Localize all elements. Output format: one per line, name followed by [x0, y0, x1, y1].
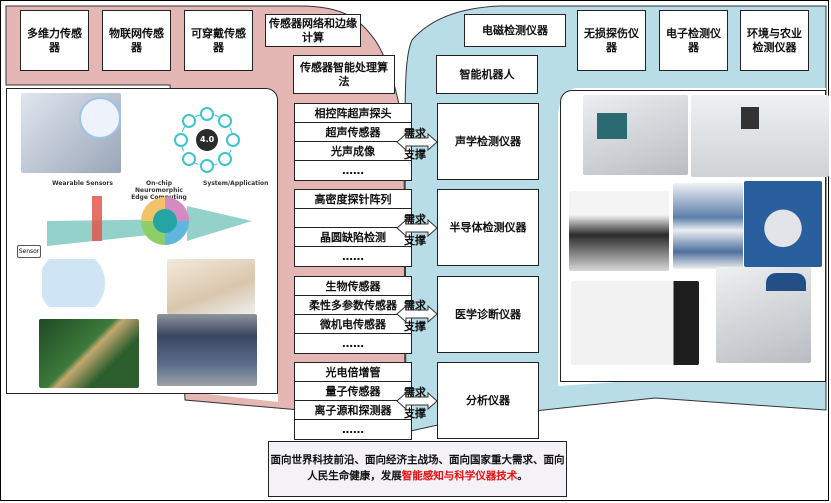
medical-diagnosis-instrument-box: 医学诊断仪器: [437, 276, 539, 353]
nondestructive-testing-instrument-box: 无损探伤仪器: [577, 10, 646, 71]
statement-highlight: 智能感知与科学仪器技术: [401, 470, 518, 482]
double-arrow-icon: [396, 391, 438, 411]
demand-support-arrow: 需求 支撑: [396, 294, 438, 334]
box-label: 电磁检测仪器: [482, 23, 548, 37]
pcr-analyzer-image: [716, 267, 811, 363]
instrument-label: 分析仪器: [466, 393, 510, 407]
list-item: 高密度探针阵列: [295, 190, 411, 209]
list-item: ……: [342, 337, 364, 350]
multi-dimensional-force-sensor-box: 多维力传感器: [20, 10, 89, 71]
list-item: ……: [342, 164, 364, 177]
demand-support-arrow: 需求 支撑: [396, 122, 438, 162]
analyzer-top: [766, 273, 806, 291]
list-item: 光声成像: [295, 142, 411, 161]
hematology-analyzer-image: [583, 95, 688, 175]
box-label: 物联网传感器: [109, 26, 164, 54]
acoustic-sensor-list: 相控阵超声探头 超声传感器 光声成像 ……: [294, 103, 412, 181]
spectrometer-image: [569, 191, 669, 271]
list-item: [295, 209, 411, 228]
support-label: 支撑: [404, 320, 426, 333]
box-label: 传感器网络和边缘计算: [269, 16, 357, 44]
demand-label: 需求: [404, 386, 426, 399]
box-label: 电子检测仪器: [666, 26, 721, 54]
list-item: 离子源和探测器: [295, 401, 411, 420]
box-label: 多维力传感器: [27, 26, 82, 54]
box-label: 无损探伤仪器: [584, 26, 639, 54]
neuromorphic-arrow: [47, 196, 252, 246]
flexible-sensor-image: [167, 259, 255, 314]
medical-sensor-list: 生物传感器 柔性多参数传感器 微机电传感器 ……: [294, 276, 412, 354]
statement-text: 面向世界科技前沿、面向经济主战场、面向国家重大需求、面向人民生命健康，发展: [270, 454, 565, 482]
sensor-intelligent-algorithm-box: 传感器智能处理算法: [293, 55, 395, 94]
list-item: 超声传感器: [295, 123, 411, 142]
box-label: 智能机器人: [459, 67, 515, 81]
industry-4-image: 4.0: [157, 105, 257, 175]
list-item: ……: [342, 250, 364, 263]
list-item: 柔性多参数传感器: [295, 296, 411, 315]
list-item: 晶圆缺陷检测: [295, 228, 411, 247]
statement-end: 。: [517, 470, 528, 482]
demand-label: 需求: [404, 127, 426, 140]
automated-testing-system-image: [691, 95, 829, 177]
list-item: 微机电传感器: [295, 315, 411, 334]
instrument-label: 声学检测仪器: [455, 134, 521, 148]
electronic-testing-instrument-box: 电子检测仪器: [659, 10, 728, 71]
system-window: [741, 107, 759, 129]
gas-chromatograph-image: [571, 281, 699, 365]
mass-spectrometer-image: [744, 181, 822, 267]
mission-statement: 面向世界科技前沿、面向经济主战场、面向国家重大需求、面向人民生命健康，发展智能感…: [268, 441, 567, 497]
double-arrow-icon: [396, 132, 438, 152]
environment-agriculture-instrument-box: 环境与农业检测仪器: [740, 10, 809, 71]
sensor-label: Sensor: [17, 245, 41, 258]
iot-sensor-box: 物联网传感器: [102, 10, 171, 71]
ai-diagnosis-image: [42, 259, 162, 307]
system-application-title: System/Application: [203, 180, 269, 187]
edge-computing-title: On-chip Neuromorphic Edge Computing: [131, 180, 187, 201]
wearable-sensors-title: Wearable Sensors: [52, 180, 113, 187]
double-arrow-icon: [396, 304, 438, 324]
box-label: 可穿戴传感器: [191, 26, 246, 54]
instrument-label: 半导体检测仪器: [449, 220, 527, 234]
semiconductor-instrument-box: 半导体检测仪器: [437, 189, 539, 266]
chip-pcb-image: [39, 319, 139, 388]
list-item: 相控阵超声探头: [295, 104, 411, 123]
semiconductor-sensor-list: 高密度探针阵列 晶圆缺陷检测 ……: [294, 189, 412, 267]
list-item: 生物传感器: [295, 277, 411, 296]
analysis-instrument-box: 分析仪器: [437, 362, 539, 439]
intelligent-robot-box: 智能机器人: [436, 55, 538, 94]
zoom-circle: [79, 97, 121, 139]
demand-label: 需求: [404, 213, 426, 226]
demand-label: 需求: [404, 299, 426, 312]
wearable-sensor-box: 可穿戴传感器: [184, 10, 253, 71]
sensor-array-chip-image: [157, 314, 257, 386]
acoustic-instrument-box: 声学检测仪器: [437, 103, 539, 180]
instrument-images-panel: [560, 90, 829, 382]
industry-badge: 4.0: [200, 135, 215, 144]
demand-support-arrow: 需求 支撑: [396, 208, 438, 248]
analyzer-screen: [597, 113, 627, 139]
list-item: ……: [342, 423, 364, 436]
double-arrow-icon: [396, 218, 438, 238]
sensor-images-panel: 4.0 Wearable Sensors On-chip Neuromorphi…: [6, 88, 278, 394]
chromatograph-image: [673, 183, 743, 269]
support-label: 支撑: [404, 148, 426, 161]
box-label: 传感器智能处理算法: [300, 60, 388, 88]
electromagnetic-instrument-box: 电磁检测仪器: [464, 14, 566, 47]
support-label: 支撑: [404, 407, 426, 420]
support-label: 支撑: [404, 234, 426, 247]
analysis-sensor-list: 光电倍增管 量子传感器 离子源和探测器 ……: [294, 362, 412, 440]
robot-hand-tactile-image: [21, 93, 121, 173]
box-label: 环境与农业检测仪器: [747, 26, 802, 54]
sensor-network-edge-computing-box: 传感器网络和边缘计算: [265, 14, 361, 47]
demand-support-arrow: 需求 支撑: [396, 381, 438, 421]
instrument-label: 医学诊断仪器: [455, 307, 521, 321]
list-item: 量子传感器: [295, 382, 411, 401]
list-item: 光电倍增管: [295, 363, 411, 382]
industry-4-wheel: [174, 107, 240, 173]
neuromorphic-flow-image: [37, 191, 257, 253]
